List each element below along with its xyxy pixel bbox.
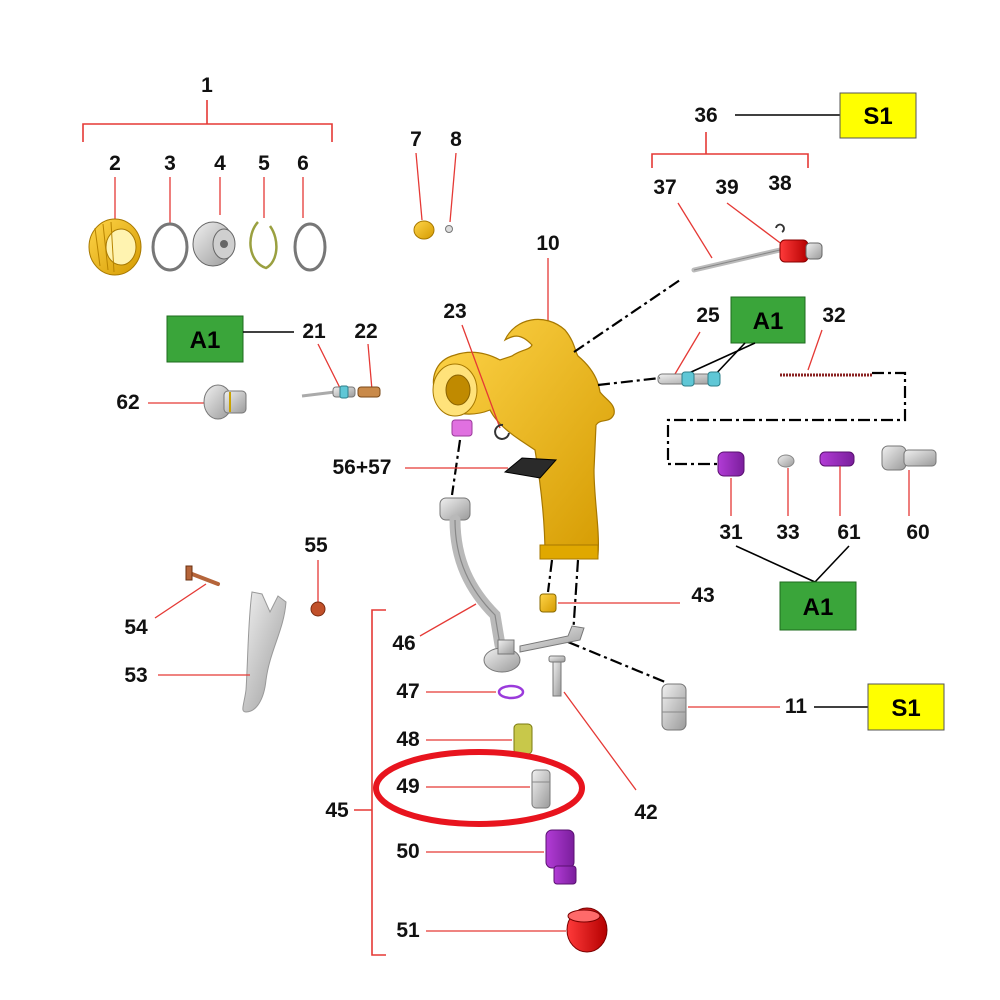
label-7: 7 — [410, 128, 422, 151]
label-11: 11 — [785, 695, 808, 718]
part-5-clip-ring — [249, 221, 278, 270]
part-2-air-cap-ring — [88, 218, 142, 276]
tag-a1-bottom-text: A1 — [803, 594, 834, 621]
group-36-bracket — [651, 153, 809, 168]
part-38-clip — [775, 223, 785, 233]
label-2: 2 — [109, 152, 121, 175]
part-25-valve — [657, 371, 721, 387]
part-23-clip — [494, 423, 510, 440]
part-3-ring — [151, 222, 189, 272]
assembly-line-32-31 — [666, 371, 907, 466]
label-32: 32 — [822, 304, 845, 327]
part-51-cap — [566, 907, 608, 953]
part-61-spring — [819, 451, 855, 467]
label-56-57: 56+57 — [333, 456, 392, 479]
label-60: 60 — [906, 521, 929, 544]
part-55-nut — [310, 601, 326, 617]
assembly-line-25 — [597, 376, 661, 387]
assembly-line-11 — [567, 640, 666, 684]
tag-a1-right-text: A1 — [753, 308, 784, 335]
part-21-valve-stem — [301, 385, 356, 399]
part-39-knob — [779, 239, 823, 263]
label-10: 10 — [536, 232, 559, 255]
label-53: 53 — [124, 664, 147, 687]
label-61: 61 — [837, 521, 861, 544]
label-50: 50 — [396, 840, 419, 863]
part-53-hanger-hook — [242, 591, 287, 713]
assembly-line-37 — [573, 279, 681, 353]
part-10-gun-body — [432, 318, 615, 560]
label-33: 33 — [776, 521, 799, 544]
assembly-line-43 — [546, 559, 554, 593]
label-45: 45 — [325, 799, 349, 822]
label-54: 54 — [124, 616, 148, 639]
part-fluid-inlet-seal — [451, 419, 473, 437]
part-4-air-cap — [192, 221, 236, 267]
tag-a1-left-text: A1 — [190, 327, 221, 354]
label-21: 21 — [302, 320, 326, 343]
group-45-bracket — [371, 609, 386, 956]
label-8: 8 — [450, 128, 462, 151]
part-42-screw — [548, 655, 566, 697]
assembly-line-hook — [571, 559, 580, 636]
part-56-57-trigger-plate — [503, 457, 558, 479]
part-hook-bracket — [519, 625, 585, 653]
label-46: 46 — [392, 632, 415, 655]
part-8-small-seal — [445, 225, 453, 233]
tag-s1-bottom — [867, 683, 945, 731]
label-36: 36 — [694, 104, 717, 127]
tag-s1-bottom-text: S1 — [891, 695, 920, 722]
label-31: 31 — [719, 521, 743, 544]
label-42: 42 — [634, 801, 657, 824]
group-1-bracket — [82, 123, 333, 142]
part-47-o-ring — [497, 684, 525, 700]
part-43-nut — [539, 593, 557, 613]
label-49: 49 — [396, 775, 419, 798]
tag-a1-left — [166, 315, 244, 363]
part-54-screw — [185, 565, 220, 586]
part-7-nut — [413, 220, 435, 240]
part-37-needle — [691, 247, 783, 273]
tag-s1-top — [839, 92, 917, 139]
label-3: 3 — [164, 152, 176, 175]
part-46-fluid-tube — [439, 497, 521, 673]
part-50-fitting — [545, 829, 577, 885]
part-11-air-fitting — [661, 683, 687, 731]
label-39: 39 — [715, 176, 738, 199]
label-47: 47 — [396, 680, 419, 703]
tag-a1-right — [730, 296, 806, 344]
part-62-fitting — [203, 384, 247, 420]
label-43: 43 — [691, 584, 714, 607]
part-33-ball — [777, 454, 795, 468]
label-6: 6 — [297, 152, 309, 175]
label-51: 51 — [396, 919, 420, 942]
part-6-ring — [293, 222, 327, 272]
highlight-circle-49 — [373, 749, 585, 827]
tag-a1-bottom — [779, 581, 857, 631]
part-48-spacer — [513, 723, 533, 755]
part-60-air-inlet — [881, 445, 937, 471]
part-49-filter — [531, 769, 551, 809]
label-25: 25 — [696, 304, 720, 327]
label-37: 37 — [653, 176, 676, 199]
label-38: 38 — [768, 172, 792, 195]
tag-s1-top-text: S1 — [863, 103, 892, 130]
label-5: 5 — [258, 152, 270, 175]
label-1: 1 — [201, 74, 213, 97]
label-62: 62 — [116, 391, 139, 414]
label-4: 4 — [214, 152, 226, 175]
label-48: 48 — [396, 728, 420, 751]
part-31-nut — [717, 451, 745, 477]
label-22: 22 — [354, 320, 377, 343]
label-55: 55 — [304, 534, 328, 557]
label-23: 23 — [443, 300, 466, 323]
part-22-seal — [357, 386, 381, 398]
